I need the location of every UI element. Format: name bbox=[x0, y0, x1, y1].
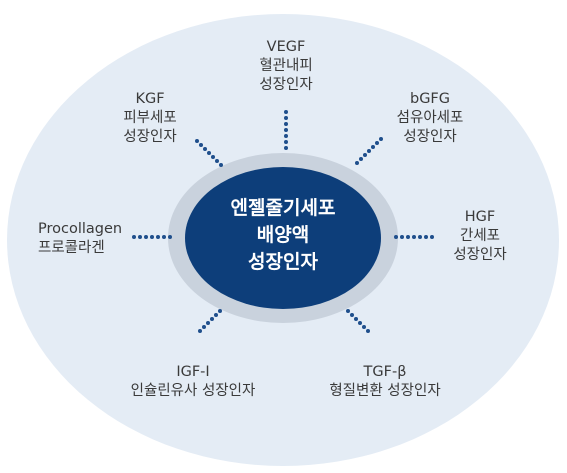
tgf-name: TGF-β bbox=[363, 364, 407, 380]
connector-upper-right bbox=[355, 137, 383, 165]
tgf-line-2: 형질변환 성장인자 bbox=[329, 383, 441, 399]
kgf-line-3: 성장인자 bbox=[123, 129, 177, 145]
connector-dots bbox=[132, 110, 434, 333]
label-procollagen: Procollagen 프로콜라겐 bbox=[38, 220, 148, 258]
procollagen-name: Procollagen bbox=[38, 221, 123, 237]
label-vegf: VEGF 혈관내피 성장인자 bbox=[236, 38, 336, 95]
igf-name: IGF-I bbox=[176, 364, 210, 380]
label-bgfg: bGFG 섬유아세포 성장인자 bbox=[380, 90, 480, 147]
connector-left bbox=[132, 235, 172, 239]
bgfg-line-2: 섬유아세포 bbox=[396, 110, 464, 126]
kgf-name: KGF bbox=[135, 91, 165, 107]
connector-right bbox=[394, 235, 434, 239]
hgf-line-2: 간세포 bbox=[459, 228, 501, 244]
vegf-line-3: 성장인자 bbox=[259, 77, 313, 93]
hgf-name: HGF bbox=[464, 209, 496, 225]
label-tgf: TGF-β 형질변환 성장인자 bbox=[300, 363, 470, 401]
connector-top bbox=[284, 110, 288, 150]
center-line-2: 배양액 bbox=[256, 224, 310, 246]
connector-lower-left bbox=[198, 309, 222, 333]
bgfg-name: bGFG bbox=[409, 91, 451, 107]
label-hgf: HGF 간세포 성장인자 bbox=[435, 208, 525, 265]
hgf-line-3: 성장인자 bbox=[453, 247, 507, 263]
core-ellipse bbox=[185, 167, 381, 309]
center-line-1: 엔젤줄기세포 bbox=[230, 197, 336, 219]
center-line-3: 성장인자 bbox=[248, 251, 318, 273]
kgf-line-2: 피부세포 bbox=[123, 110, 177, 126]
igf-line-2: 인슐린유사 성장인자 bbox=[130, 383, 256, 399]
label-igf: IGF-I 인슐린유사 성장인자 bbox=[108, 363, 278, 401]
label-kgf: KGF 피부세포 성장인자 bbox=[105, 90, 195, 147]
vegf-line-2: 혈관내피 bbox=[259, 58, 313, 74]
bgfg-line-3: 성장인자 bbox=[403, 129, 457, 145]
center-label: 엔젤줄기세포 배양액 성장인자 bbox=[183, 195, 383, 276]
procollagen-line-2: 프로콜라겐 bbox=[38, 240, 105, 256]
connector-lower-right bbox=[346, 309, 370, 333]
vegf-name: VEGF bbox=[266, 39, 306, 55]
connector-upper-left bbox=[195, 139, 223, 167]
